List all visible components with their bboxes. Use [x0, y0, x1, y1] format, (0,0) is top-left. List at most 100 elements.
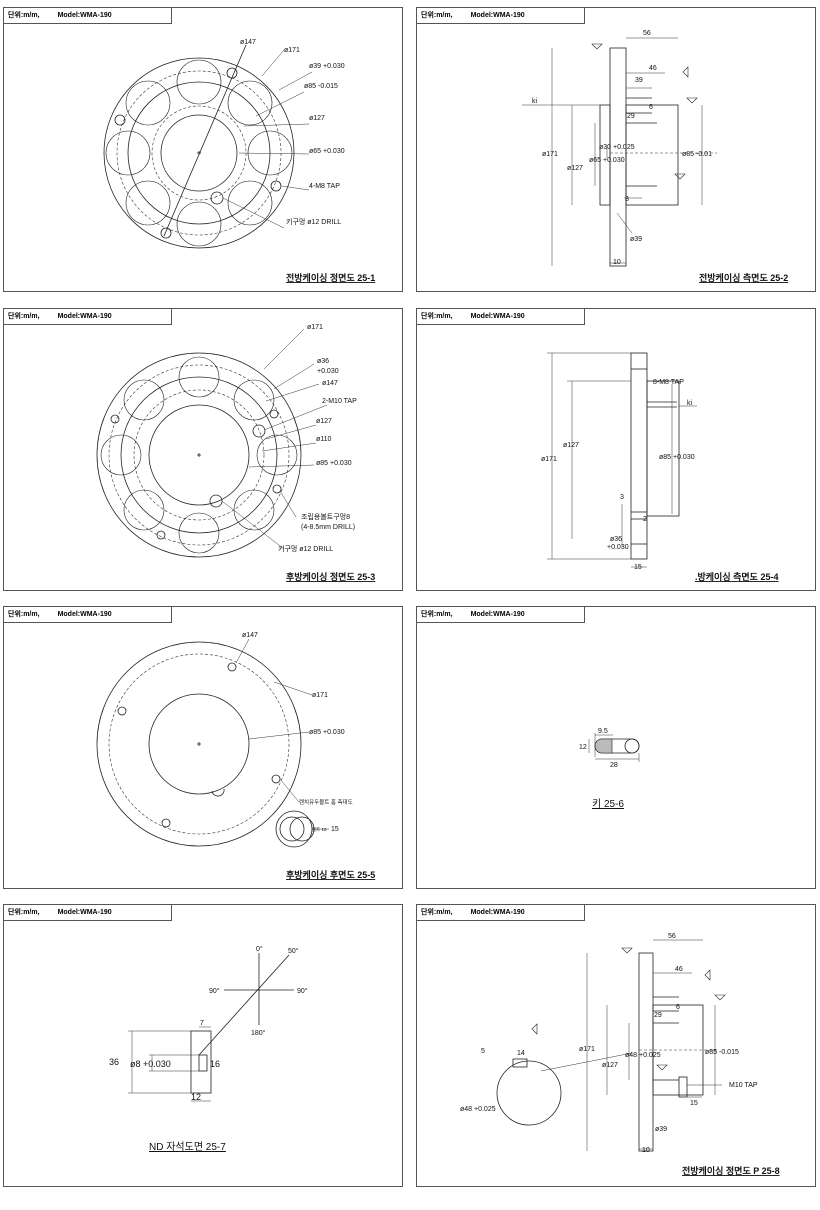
label-tap: 2-M10 TAP: [322, 398, 357, 405]
label-l12: 12: [579, 744, 587, 751]
label-d36-tol: +0.030: [607, 544, 629, 551]
label-d171: ø171: [542, 151, 558, 158]
nd-magnet-drawing: 0° 50° 90° 90° 180° 7 36 ø8 +0.030 16 12…: [109, 945, 308, 1153]
label-d36: ø36: [610, 536, 622, 543]
label-d127: ø127: [602, 1062, 618, 1069]
drawing-panel-25-2: 단위:m/m,Model:WMA-190 56 46 39 6 29 ki ø1…: [416, 7, 816, 292]
label-d85: ø85 +0.030: [309, 729, 345, 736]
label-d85: ø85 +0.030: [659, 454, 695, 461]
label-d85: ø85 -0.01: [682, 151, 712, 158]
front-casing-front-view: ø147 ø171 ø39 +0.030 ø85 -0.015 ø127 ø65…: [103, 39, 375, 283]
label-l15: 15: [690, 1100, 698, 1107]
label-d39: ø39: [630, 236, 642, 243]
label-l2: 2: [643, 516, 647, 523]
label-angle-90-left: 90°: [209, 987, 220, 995]
label-d65: ø65 +0.030: [589, 157, 625, 164]
panel-title: 전방케이싱 정면도 P 25-8: [682, 1165, 780, 1176]
label-d147: ø147: [240, 39, 256, 46]
label-l3: 3: [620, 494, 624, 501]
label-l95: 9.5: [598, 728, 608, 735]
label-l56: 56: [668, 933, 676, 940]
label-d36: ø36: [317, 358, 329, 365]
label-l12: 12: [191, 1092, 201, 1102]
panel-header: 단위:m/m,Model:WMA-190: [417, 905, 585, 921]
drawing-panel-25-7: 단위:m/m,Model:WMA-190 0° 50° 90° 90° 180°…: [3, 904, 403, 1187]
panel-header: 단위:m/m,Model:WMA-190: [4, 8, 172, 24]
label-d65: ø65 +0.030: [309, 148, 345, 155]
label-l15: 15: [331, 826, 339, 833]
label-d171: ø171: [312, 692, 328, 699]
rear-casing-rear-view: ø147 ø171 ø85 +0.030 렌치유두볼트 홈 측대도 볼트 16 …: [96, 632, 375, 880]
drawing-panel-25-3: 단위:m/m,Model:WMA-190 ø171 ø36 +0.030 ø14…: [3, 308, 403, 591]
label-d171: ø171: [307, 324, 323, 331]
panel-title: ND 자석도면 25-7: [149, 1141, 226, 1153]
label-d48: ø48 +0.025: [625, 1052, 661, 1059]
label-d30: ø30 +0.025: [599, 144, 635, 151]
label-angle-180: 180°: [251, 1029, 266, 1037]
label-key: 키구멍 ø12 DRILL: [278, 544, 333, 553]
label-detail-note: 렌치유두볼트 홈 측대도: [299, 798, 353, 806]
label-tap: 4-M8 TAP: [309, 183, 340, 190]
label-bolt-size: 볼트 16: [312, 826, 327, 833]
label-bolt-drill: (4-8.5mm DRILL): [301, 524, 355, 531]
front-casing-side-view: 56 46 39 6 29 ki ø171 ø127 ø30 +0.025 ø6…: [522, 30, 788, 283]
label-l46: 46: [649, 65, 657, 72]
panel-title: 전방케이싱 정면도 25-1: [286, 272, 375, 283]
label-d110: ø110: [316, 436, 332, 443]
label-l10: 10: [613, 259, 621, 266]
label-d171: ø171: [541, 456, 557, 463]
key-drawing: 9.5 12 28 키 25-6: [579, 728, 640, 810]
label-d39: ø39 +0.030: [309, 63, 345, 70]
drawing-panel-25-5: 단위:m/m,Model:WMA-190 ø147 ø171 ø85 +0.03…: [3, 606, 403, 889]
label-d127: ø127: [563, 442, 579, 449]
label-d127: ø127: [316, 418, 332, 425]
label-d36-tol: +0.030: [317, 368, 339, 375]
drawing-panel-25-8: 단위:m/m,Model:WMA-190 56 46 6 29 ø171 ø48…: [416, 904, 816, 1187]
label-ki: ki: [532, 98, 538, 105]
label-d171: ø171: [284, 47, 300, 54]
label-d171: ø171: [579, 1046, 595, 1053]
label-d85: ø85 -0.015: [705, 1049, 739, 1056]
label-l5: 5: [481, 1048, 485, 1055]
label-d48-shaft: ø48 +0.025: [460, 1106, 496, 1113]
panel-title: 후방케이싱 정면도 25-3: [286, 571, 375, 582]
panel-header: 단위:m/m,Model:WMA-190: [417, 309, 585, 325]
panel-header: 단위:m/m,Model:WMA-190: [4, 905, 172, 921]
panel-title: .방케이싱 측면도 25-4: [695, 571, 778, 582]
drawing-panel-25-1: 단위:m/m,Model:WMA-190 ø147 ø171 ø39 +0.03…: [3, 7, 403, 292]
label-l29: 29: [627, 113, 635, 120]
label-d127: ø127: [567, 165, 583, 172]
label-ki: ki: [687, 400, 693, 407]
label-l6: 6: [676, 1004, 680, 1011]
rear-casing-front-view: ø171 ø36 +0.030 ø147 2-M10 TAP ø127 ø110…: [96, 324, 375, 582]
label-d147: ø147: [242, 632, 258, 639]
label-tap: 8-M8 TAP: [653, 379, 684, 386]
label-bolt: 조립용볼트구멍8: [301, 512, 350, 521]
label-d85: ø85 +0.030: [316, 460, 352, 467]
label-l39: 39: [635, 77, 643, 84]
label-l36: 36: [109, 1057, 119, 1067]
panel-header: 단위:m/m,Model:WMA-190: [4, 309, 172, 325]
front-casing-front-view-p: 56 46 6 29 ø171 ø48 +0.025 ø127 ø85 -0.0…: [460, 933, 780, 1176]
label-l56: 56: [643, 30, 651, 37]
label-l29: 29: [654, 1012, 662, 1019]
label-l10: 10: [642, 1147, 650, 1154]
panel-title: 키 25-6: [592, 798, 624, 810]
panel-title: 후방케이싱 후면도 25-5: [286, 869, 375, 880]
label-d39: ø39: [655, 1126, 667, 1133]
panel-header: 단위:m/m,Model:WMA-190: [417, 607, 585, 623]
label-d127: ø127: [309, 115, 325, 122]
panel-header: 단위:m/m,Model:WMA-190: [4, 607, 172, 623]
panel-title: 전방케이싱 측면도 25-2: [699, 272, 788, 283]
panel-header: 단위:m/m,Model:WMA-190: [417, 8, 585, 24]
label-d147: ø147: [322, 380, 338, 387]
label-angle-50: 50°: [288, 947, 299, 955]
label-l46: 46: [675, 966, 683, 973]
rear-casing-side-view: 8-M8 TAP ki ø171 ø127 ø85 +0.030 3 2 ø36…: [541, 352, 778, 582]
label-l6: 6: [649, 104, 653, 111]
drawing-panel-25-4: 단위:m/m,Model:WMA-190 8-M8 TAP ki ø171 ø1…: [416, 308, 816, 591]
label-l14: 14: [517, 1050, 525, 1057]
label-l15: 15: [634, 564, 642, 571]
label-d8: ø8 +0.030: [130, 1059, 171, 1069]
label-angle-90-right: 90°: [297, 987, 308, 995]
